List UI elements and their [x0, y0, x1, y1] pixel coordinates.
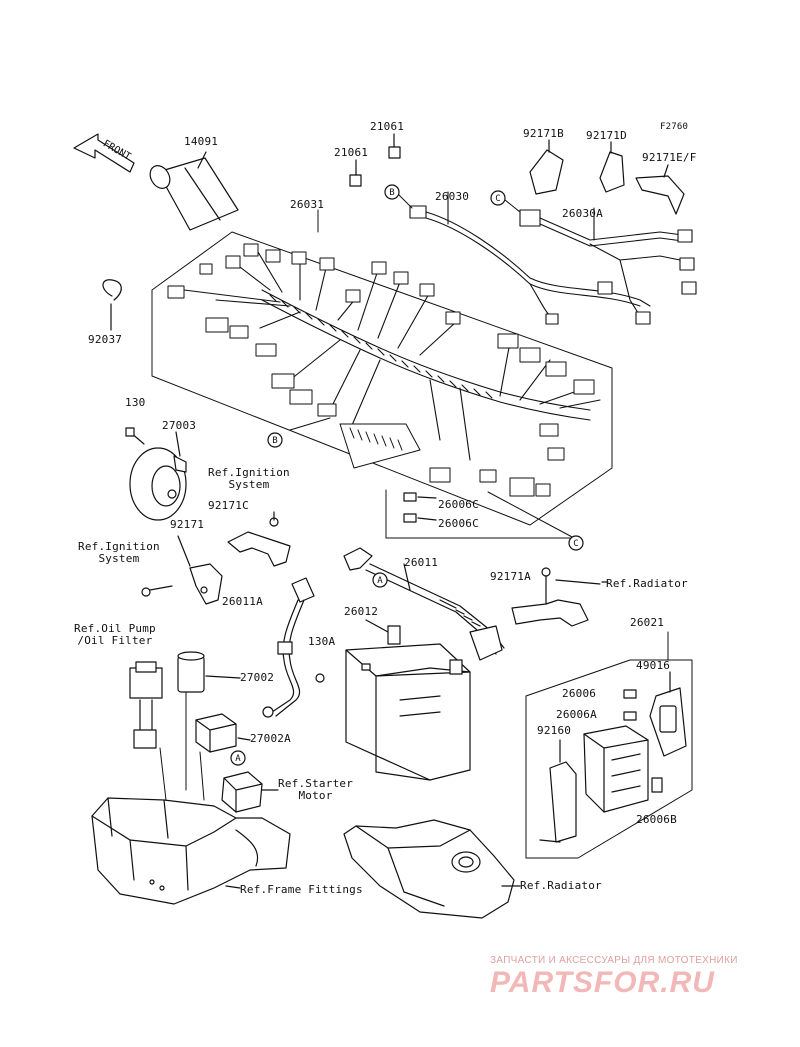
svg-text:C: C [573, 539, 578, 549]
marker-b-mid: B [268, 433, 282, 447]
fuse-26006 [624, 690, 636, 698]
callout-21061-lower: 21061 [334, 146, 369, 159]
watermark-tagline: ЗАПЧАСТИ И АКСЕССУАРЫ ДЛЯ МОТОТЕХНИКИ [490, 955, 738, 966]
battery-26012 [346, 620, 470, 780]
svg-text:B: B [389, 188, 394, 198]
callout-49016: 49016 [636, 659, 671, 672]
bracket-92171a [512, 568, 600, 626]
clip-21061-upper [389, 147, 400, 158]
ref-radiator-lower: Ref.Radiator [520, 879, 602, 892]
callout-92171c: 92171C [208, 499, 249, 512]
marker-a-low: A [231, 751, 245, 765]
bracket-92171 [142, 536, 222, 604]
bracket-92171c [228, 512, 290, 566]
callout-92171b: 92171B [523, 127, 564, 140]
ref-frame-fittings: Ref.Frame Fittings [240, 883, 363, 896]
battery-tray [92, 798, 290, 904]
ref-ignition-system-upper: Ref.Ignition System [208, 466, 290, 491]
callout-26006a: 26006A [556, 708, 597, 721]
clamp-92171ef [636, 165, 684, 214]
callout-26030a: 26030A [562, 207, 603, 220]
ref-radiator-upper: Ref.Radiator [606, 577, 688, 590]
marker-a-mid: A [373, 573, 387, 587]
fuse-26006a [624, 712, 636, 720]
fuse-26006c-b [404, 514, 416, 522]
ecu-frame-26021 [526, 660, 692, 858]
ecu-box [584, 726, 648, 812]
ref-ignition-system-lower: Ref.Ignition System [78, 540, 160, 565]
damper-92160 [540, 740, 576, 842]
clamp-92171b [530, 140, 563, 194]
sub-harness-26030 [410, 192, 650, 324]
fuse-26006b [652, 778, 662, 792]
cover-49016 [650, 672, 686, 756]
callout-26011a: 26011A [222, 595, 263, 608]
callout-92160: 92160 [537, 724, 572, 737]
cover-part-14091 [146, 152, 238, 230]
callout-27003: 27003 [162, 419, 197, 432]
ref-code: F2760 [660, 122, 689, 132]
callout-26006c-b: 26006C [438, 517, 479, 530]
callout-26006b: 26006B [636, 813, 677, 826]
relay-27002a [196, 714, 250, 752]
callout-26031: 26031 [290, 198, 325, 211]
svg-text:A: A [235, 754, 241, 764]
callout-130a: 130A [308, 635, 336, 648]
watermark-logo: PARTSFOR.RU [490, 966, 715, 999]
callout-26021: 26021 [630, 616, 665, 629]
radiator-cover [344, 820, 520, 918]
cable-26011a [263, 578, 324, 717]
relay-27002 [178, 652, 240, 692]
callout-92171ef: 92171E/F [642, 151, 697, 164]
starter-relay [222, 772, 278, 812]
clamp-92171d [600, 142, 624, 192]
sub-harness-26030a [520, 208, 696, 324]
callout-92171: 92171 [170, 518, 205, 531]
front-arrow-icon: FRONT [74, 134, 134, 172]
relay-left-module [130, 662, 162, 748]
svg-text:B: B [272, 436, 277, 446]
fuse-26006c-a [404, 493, 416, 501]
callout-27002a: 27002A [250, 732, 291, 745]
callout-92171a: 92171A [490, 570, 531, 583]
callout-92037: 92037 [88, 333, 123, 346]
callout-26012: 26012 [344, 605, 379, 618]
marker-c-top: C [491, 191, 505, 205]
callout-21061-upper: 21061 [370, 120, 405, 133]
clip-21061-lower [350, 175, 361, 186]
marker-b-top: B [385, 185, 399, 199]
callout-26011: 26011 [404, 556, 439, 569]
svg-text:C: C [495, 194, 500, 204]
ref-starter-motor: Ref.Starter Motor [278, 777, 354, 802]
callout-92171d: 92171D [586, 129, 627, 142]
callout-14091: 14091 [184, 135, 219, 148]
horn-27003 [126, 428, 186, 520]
callout-26006c-a: 26006C [438, 498, 479, 511]
callout-26030: 26030 [435, 190, 470, 203]
battery-cable-26011 [344, 548, 504, 660]
callout-26006: 26006 [562, 687, 597, 700]
harness-frame-26031 [152, 232, 612, 525]
ring-92037 [103, 280, 121, 300]
ref-oil-pump: Ref.Oil Pump /Oil Filter [74, 622, 156, 647]
svg-text:A: A [377, 576, 383, 586]
callout-130: 130 [125, 396, 146, 409]
callout-27002: 27002 [240, 671, 275, 684]
marker-c-mid: C [569, 536, 583, 550]
harness-connectors [168, 244, 594, 496]
main-harness-trunk [184, 252, 600, 460]
